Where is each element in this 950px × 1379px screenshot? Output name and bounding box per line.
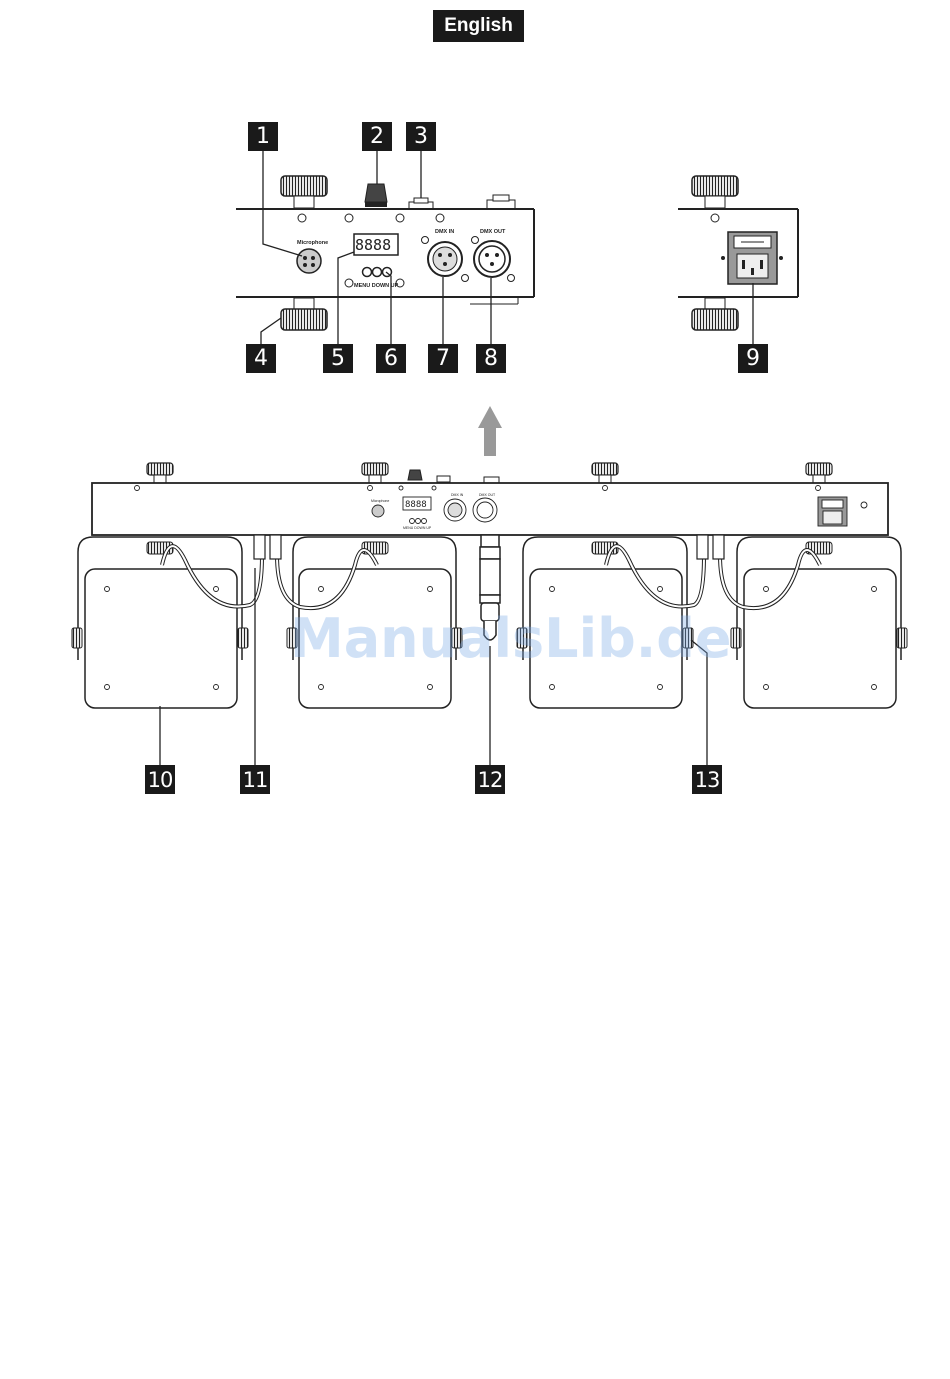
- svg-text:DMX OUT: DMX OUT: [479, 493, 496, 497]
- callout-2: 2: [362, 122, 392, 151]
- callout-1: 1: [248, 122, 278, 151]
- callout-11: 11: [240, 765, 270, 794]
- callout-7: 7: [428, 344, 458, 373]
- dmx-out-label: DMX OUT: [480, 229, 506, 235]
- callout-12: 12: [475, 765, 505, 794]
- callout-4: 4: [246, 344, 276, 373]
- knurled-knob-icon: [281, 176, 327, 196]
- callout-13: 13: [692, 765, 722, 794]
- svg-text:MENU DOWN UP: MENU DOWN UP: [403, 526, 432, 530]
- microphone-label: Microphone: [297, 240, 328, 246]
- dmx-in-label: DMX IN: [435, 229, 454, 235]
- callout-3: 3: [406, 122, 436, 151]
- sensitivity-knob-icon: [365, 184, 387, 202]
- callout-5: 5: [323, 344, 353, 373]
- power-panel-detail: [678, 176, 798, 330]
- callout-6: 6: [376, 344, 406, 373]
- svg-text:Microphone: Microphone: [371, 499, 389, 503]
- microphone-socket-icon: [297, 249, 321, 273]
- callout-8: 8: [476, 344, 506, 373]
- watermark: ManualsLib.de: [290, 607, 732, 670]
- callout-10: 10: [145, 765, 175, 794]
- svg-text:8888: 8888: [405, 500, 427, 510]
- svg-text:DMX IN: DMX IN: [451, 493, 464, 497]
- callout-9: 9: [738, 344, 768, 373]
- display-digits: 8888: [355, 236, 391, 254]
- arrow-up-icon: [478, 406, 502, 456]
- buttons-label: MENU DOWN UP: [354, 283, 399, 289]
